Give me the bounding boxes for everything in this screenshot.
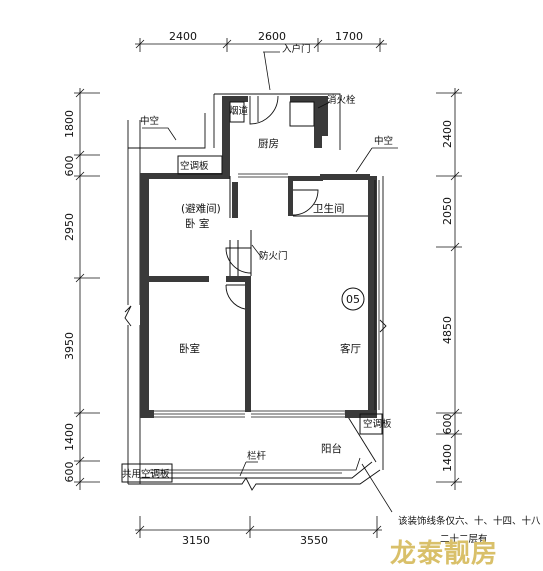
note-line2: 二十二层有 (440, 533, 488, 545)
label-entry-door: 入户门 (282, 43, 311, 55)
dim-right-4: 600 (441, 414, 454, 435)
dim-left-3: 2950 (63, 213, 76, 241)
label-void-right: 中空 (374, 135, 393, 147)
left-dimension-line (74, 88, 100, 490)
dim-left-1: 1800 (63, 110, 76, 138)
outline-lines (124, 93, 387, 491)
dim-top-3: 1700 (335, 30, 363, 43)
walls (140, 96, 377, 418)
inner-thin-walls (229, 176, 368, 276)
dim-left-6: 600 (63, 462, 76, 483)
label-flue: 烟道 (229, 105, 249, 117)
dim-right-3: 4850 (441, 316, 454, 344)
room-refuge-line2: 卧 室 (185, 217, 209, 230)
room-bedroom: 卧室 (179, 342, 200, 355)
dim-bottom-1: 3150 (182, 534, 210, 547)
label-void-left: 中空 (140, 115, 159, 127)
label-fire-hydrant: 消火栓 (327, 94, 356, 106)
dim-left-4: 3950 (63, 332, 76, 360)
dim-top-2: 2600 (258, 30, 286, 43)
label-railing: 栏杆 (247, 450, 267, 462)
dim-left-2: 600 (63, 156, 76, 177)
doors (225, 95, 319, 310)
balcony-railing (150, 457, 361, 474)
dim-right-1: 2400 (441, 120, 454, 148)
bottom-dimension-line (135, 516, 382, 538)
label-shared-ac-panel: 共用空调板 (122, 468, 170, 480)
dim-top-1: 2400 (169, 30, 197, 43)
room-refuge-line1: (避难间) (181, 202, 221, 215)
room-kitchen: 厨房 (258, 137, 279, 150)
room-bathroom: 卫生间 (313, 202, 345, 215)
windows (154, 173, 380, 418)
label-fire-door: 防火门 (259, 250, 288, 262)
dim-bottom-2: 3550 (300, 534, 328, 547)
dim-right-2: 2050 (441, 197, 454, 225)
unit-number-circle (341, 287, 365, 311)
unit-number: 05 (346, 293, 360, 306)
right-dimension-line (436, 88, 462, 490)
leader-lines (142, 51, 398, 513)
ac-panel-boxes (121, 155, 383, 483)
top-dimension-line (135, 38, 387, 52)
dim-right-5: 1400 (441, 444, 454, 472)
room-living-room: 客厅 (340, 342, 361, 355)
watermark-logo: 龙泰靓房 (390, 539, 498, 569)
room-balcony: 阳台 (321, 442, 342, 455)
label-ac-panel-top: 空调板 (180, 160, 209, 172)
label-ac-panel-right: 空调板 (363, 418, 392, 430)
note-line1: 该装饰线条仅六、十、十四、十八 (398, 515, 541, 527)
dim-left-5: 1400 (63, 423, 76, 451)
